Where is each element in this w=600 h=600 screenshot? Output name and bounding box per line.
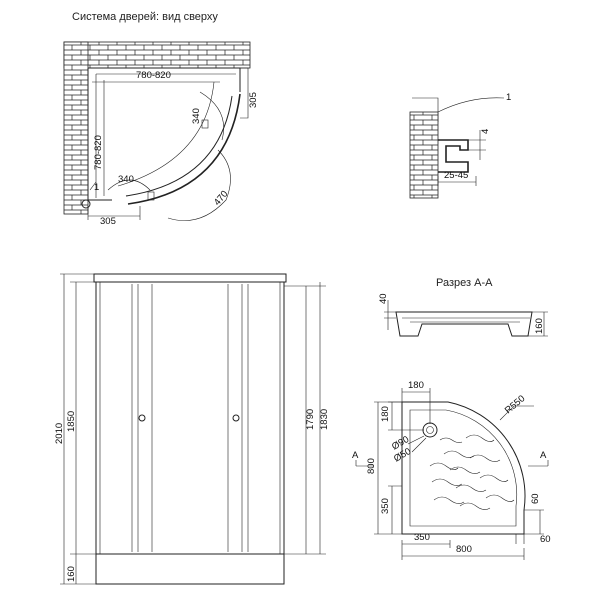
door-arc-sliding [117, 81, 215, 187]
tray-outline [401, 401, 526, 535]
profile-shape [438, 139, 469, 173]
section-mark-right: A [540, 450, 547, 461]
tray-plan: 180 180 R550 Ø90 Ø50 800 350 350 800 60 … [352, 380, 551, 560]
dim-tray-height-front: 160 [66, 566, 77, 582]
dim-edge-60-vertical: 60 [530, 493, 541, 504]
corner-marker [81, 199, 91, 209]
drain-outer [422, 422, 438, 438]
dim-depth-range: 780-820 [93, 135, 104, 170]
dim-total-height: 2010 [54, 423, 65, 444]
dim-glass-height-1: 1790 [305, 409, 316, 430]
frame-top [93, 273, 287, 283]
dim-offset-right: 305 [248, 92, 259, 108]
door-arc-outer [127, 93, 241, 205]
dim-arc-size: 470 [212, 189, 231, 208]
section-profile [395, 311, 533, 337]
detail-gap: 4 [480, 129, 491, 134]
dim-drain-y: 180 [380, 406, 391, 422]
section-depth: 40 [378, 293, 389, 304]
section-view: 40 160 [378, 293, 548, 337]
section-title: Разрез А-А [436, 277, 493, 289]
glass-panel-lines [131, 284, 249, 552]
detail-brick-wall [409, 111, 439, 199]
dim-edge-60-horizontal: 60 [540, 534, 551, 545]
section-mark-left: A [352, 450, 359, 461]
wall-top [63, 41, 251, 69]
tray-base [95, 553, 285, 585]
dim-width-range: 780-820 [136, 70, 171, 81]
dim-glass-height-2: 1830 [319, 409, 330, 430]
door-arc-inner [125, 95, 233, 197]
tray-texture [429, 434, 515, 510]
door-handle-left [138, 414, 146, 422]
door-system-title: Система дверей: вид сверху [72, 11, 218, 23]
dim-tray-width: 800 [456, 544, 472, 555]
dim-door-width-1: 340 [191, 108, 202, 124]
detail-range: 25-45 [444, 170, 468, 181]
section-height: 160 [534, 318, 545, 334]
dim-offset-bottom: 305 [100, 216, 116, 227]
drain-inner [426, 426, 434, 434]
door-handle-right [232, 414, 240, 422]
wall-left [63, 41, 89, 215]
dim-door-width-2: 340 [118, 174, 134, 185]
top-view: 780-820 305 780-820 340 340 470 305 1 [63, 41, 259, 227]
dim-leg-offset-y: 350 [380, 498, 391, 514]
dim-radius: R550 [503, 393, 527, 416]
front-view: 2010 1850 160 1790 1830 [54, 273, 330, 585]
profile-detail: 4 25-45 1 [409, 92, 511, 199]
dim-frame-height: 1850 [66, 411, 77, 432]
top-view-marker: 1 [94, 182, 99, 193]
frame-outer [95, 281, 285, 555]
detail-marker: 1 [506, 92, 511, 103]
dim-drain-x: 180 [408, 380, 424, 391]
dim-leg-offset-x: 350 [414, 532, 430, 543]
